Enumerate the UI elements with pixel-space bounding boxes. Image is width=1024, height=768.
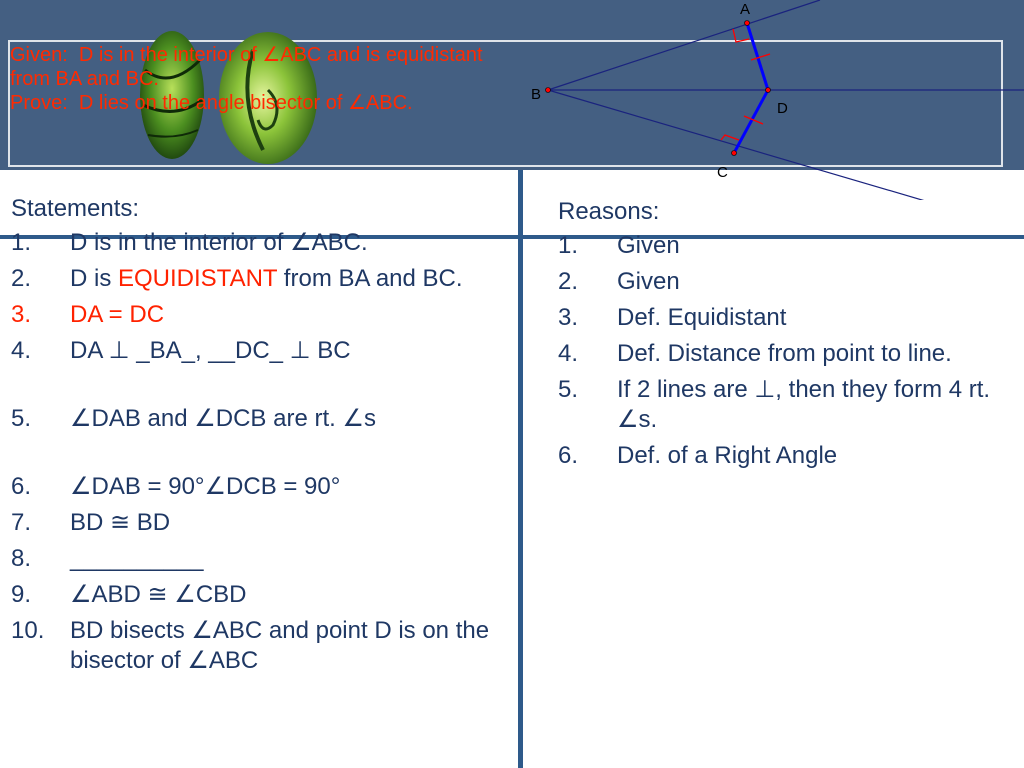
ray-ba (547, 0, 821, 91)
reason-item: 5. If 2 lines are ⊥, then they form 4 rt… (558, 376, 991, 433)
reasons-column: Reasons: 1. Given 2. Given 3. Def. Equid… (558, 197, 998, 477)
statement-item: 6. ∠DAB = 90°∠DCB = 90° (11, 473, 341, 500)
label-b: B (531, 86, 541, 103)
statement-item: 3. DA = DC (11, 301, 165, 328)
leaf-sphere-image-2 (218, 30, 318, 165)
right-angle-mark-a (732, 28, 750, 43)
horizontal-rule (0, 235, 1024, 239)
reason-item: 2. Given (558, 268, 680, 295)
point-d (765, 87, 771, 93)
tick-dc (743, 115, 764, 125)
equidistant-highlight: EQUIDISTANT (118, 265, 278, 292)
label-d: D (777, 100, 788, 117)
statement-item: 7. BD ≅ BD (11, 509, 171, 536)
statement-item: 1. D is in the interior of ∠ABC. (11, 229, 368, 256)
point-b (545, 87, 551, 93)
reason-item: 6. Def. of a Right Angle (558, 442, 838, 469)
statement-item: 8. __________ (11, 545, 204, 572)
ray-bc (547, 89, 925, 200)
column-divider (518, 170, 523, 768)
statement-item: 5. ∠DAB and ∠DCB are rt. ∠s (11, 405, 376, 432)
leaf-sphere-graphic (140, 31, 204, 159)
tick-da (750, 53, 771, 61)
statement-item: 9. ∠ABD ≅ ∠CBD (11, 581, 247, 608)
statement-item: 4. DA ⊥ _BA_, __DC_ ⊥ BC (11, 337, 351, 364)
point-c (731, 150, 737, 156)
reason-item: 1. Given (558, 232, 680, 259)
statements-column: Statements: 1. D is in the interior of ∠… (11, 194, 511, 682)
given-statement: Given: D is in the interior of ∠ABC and … (10, 44, 489, 90)
reason-item: 3. Def. Equidistant (558, 304, 787, 331)
header-frame (8, 40, 1003, 167)
segment-dc (732, 89, 770, 154)
geometry-diagram: A B D C (531, 0, 1024, 200)
segment-da (745, 22, 770, 91)
leaf-sphere-image (140, 30, 205, 160)
statement-item: 2. D is EQUIDISTANT from BA and BC. (11, 265, 463, 292)
reasons-title: Reasons: (558, 198, 660, 225)
prove-statement: Prove: D lies on the angle bisector of ∠… (10, 92, 413, 114)
statements-title: Statements: (11, 195, 140, 222)
statement-item: 10. BD bisects ∠ABC and point D is on th… (11, 617, 490, 674)
point-a (744, 20, 750, 26)
given-prove-text: Given: D is in the interior of ∠ABC and … (10, 43, 500, 115)
label-c: C (717, 164, 728, 181)
leaf-sphere-graphic-2 (219, 32, 317, 164)
right-angle-mark-c (720, 134, 740, 141)
label-a: A (740, 1, 750, 18)
reason-item: 4. Def. Distance from point to line. (558, 340, 952, 367)
